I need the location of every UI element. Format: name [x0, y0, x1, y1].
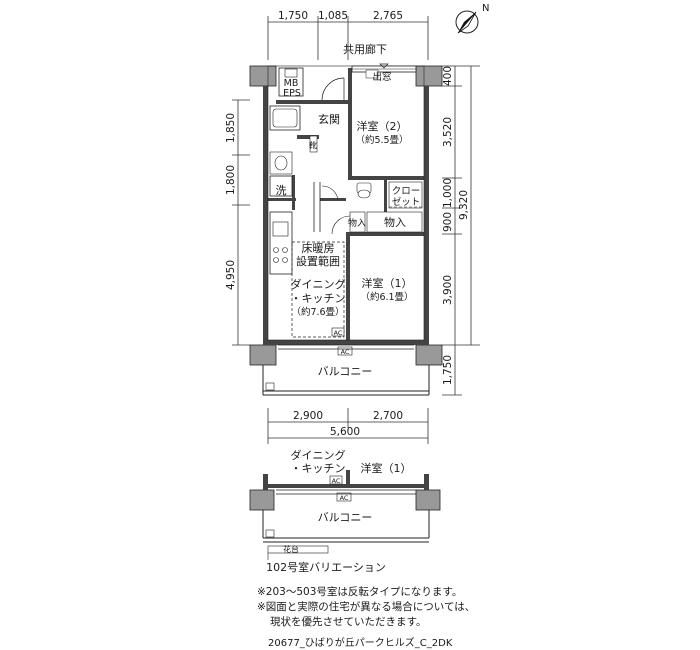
bottom-dim-2: 2,700 [373, 410, 403, 422]
top-dim-3: 2,765 [373, 10, 403, 22]
wall-room2-bottom [348, 176, 424, 180]
eps-label: EPS [283, 88, 301, 99]
main-floor-plan [249, 63, 443, 396]
bottom-dim-1: 2,900 [293, 410, 323, 422]
closet-label-2: ゼット [392, 196, 421, 208]
note-line-1: ※203～503号室は反転タイプになります。 [257, 586, 463, 598]
closet-label-1: クロー [392, 186, 421, 197]
right-dim-1000: 1,000 [442, 178, 454, 208]
var-column-right [415, 489, 441, 511]
shoe-box-label: 靴 [309, 140, 317, 150]
right-dim-total: 9,320 [458, 190, 470, 220]
storage-label: 物入 [384, 215, 406, 229]
right-dim-400: 400 [442, 66, 454, 86]
mb-label: MB [284, 78, 299, 89]
top-dim-2: 1,085 [318, 10, 348, 22]
wall-bottom [268, 340, 424, 345]
room-western1-size: （約6.1畳） [360, 291, 413, 303]
wall-entrance-left [348, 68, 352, 88]
var-dining-line1: ダイニング [291, 448, 346, 462]
wall-sen-bottom [268, 198, 296, 201]
washer-space [269, 175, 293, 197]
bay-window-label: 出窓 [372, 71, 391, 83]
wall-left [263, 86, 268, 345]
var-western-label: 洋室（1） [361, 461, 412, 475]
var-dining-line2: ・キッチン [291, 462, 346, 475]
top-dimension-line [267, 16, 429, 60]
column-bottom-right [415, 344, 443, 366]
closet-area [388, 181, 423, 209]
left-dimension-line [232, 99, 250, 346]
column-top-right [415, 65, 443, 87]
right-dimension-lines [442, 65, 480, 396]
left-dim-1: 1,850 [225, 113, 237, 143]
wall-room2-left [348, 86, 352, 176]
wall-room1-left [346, 236, 350, 345]
var-flower-bed-label: 花台 [283, 544, 299, 554]
dining-line3: （約7.6畳） [291, 306, 344, 318]
genkan-label: 玄関 [318, 112, 340, 126]
right-dim-3520: 3,520 [442, 117, 454, 147]
right-dim-1750: 1,750 [442, 355, 454, 385]
wall-top-genkan [276, 100, 348, 104]
compass-north-label: N [482, 3, 489, 14]
right-dim-3900: 3,900 [442, 275, 454, 305]
floor-heating-line1: 床暖房 [302, 241, 335, 255]
room-western2-size: （約5.5畳） [355, 134, 408, 146]
top-dim-1: 1,750 [278, 10, 308, 22]
shoe-box [309, 135, 318, 153]
left-dim-2: 1,800 [225, 165, 237, 195]
note-line-3: 現状を優先させていただきます。 [270, 616, 427, 628]
small-storage-label: 物入 [348, 217, 366, 229]
wall-right [424, 86, 429, 345]
right-dim-900: 900 [442, 212, 454, 232]
small-storage-area [349, 211, 366, 233]
floor-heating-line2: 設置範囲 [296, 254, 340, 268]
bottom-dimension-lines [267, 408, 429, 444]
room-western1-name: 洋室（1） [362, 276, 413, 290]
var-ac-label-2: AC [340, 494, 349, 502]
wall-bath-bottom [297, 135, 319, 139]
var-balcony-label: バルコニー [318, 511, 373, 524]
storage-area [366, 211, 423, 233]
column-top-left [249, 65, 277, 87]
var-column-left [249, 489, 275, 511]
floor-heating-area [291, 241, 345, 338]
left-dim-3: 4,950 [225, 260, 237, 290]
corridor-label: 共用廊下 [343, 42, 387, 56]
var-title: 102号室バリエーション [266, 560, 386, 574]
variation-plan [249, 470, 441, 560]
wall-sen-right [292, 175, 295, 210]
property-caption: 20677_ひばりが丘パークヒルズ_C_2DK [268, 638, 453, 649]
wall-toilet-bottom [320, 198, 346, 201]
washer-label: 洗 [276, 184, 287, 197]
ac-box-balcony [337, 346, 353, 356]
north-compass-icon [455, 10, 479, 34]
dining-line2: ・キッチン [291, 292, 346, 305]
dining-line1: ダイニング [291, 277, 346, 291]
column-bottom-left [249, 344, 277, 366]
balcony-drain [265, 382, 275, 391]
flower-bed [267, 545, 329, 554]
ac-box-dining [331, 327, 345, 337]
kitchen-counter [269, 211, 293, 275]
room-western2-name: 洋室（2） [357, 119, 408, 133]
wall-closet-left [384, 180, 387, 232]
var-ac-label-1: AC [332, 477, 341, 485]
wall-room1-top [346, 232, 424, 236]
bottom-dim-total: 5,600 [330, 426, 360, 438]
balcony-label: バルコニー [318, 365, 373, 378]
ac-label-balcony: AC [341, 348, 350, 356]
ac-label-dining: AC [334, 329, 343, 337]
note-line-2: ※図面と実際の住宅が異なる場合については、 [257, 601, 476, 613]
